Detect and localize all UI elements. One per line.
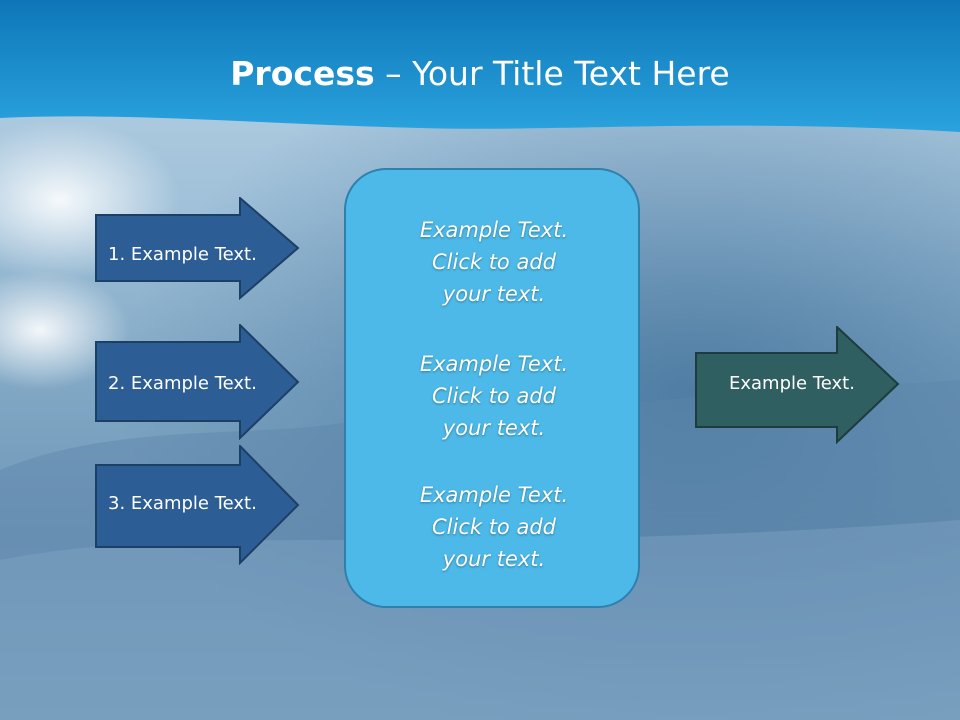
paragraph-line: your text. [442,547,546,571]
left-arrow-2: 2. Example Text. [95,324,300,440]
center-text-box[interactable]: Example Text. Click to add your text. Ex… [344,168,640,608]
right-arrow-label: Example Text. [729,373,855,394]
slide-title: Process – Your Title Text Here [0,52,960,96]
sea-foreground-shape [0,520,960,720]
paragraph-line: Example Text. [419,218,569,242]
paragraph-line: Click to add [431,384,556,408]
right-arrow: Example Text. [695,326,900,444]
paragraph-line: Click to add [431,250,556,274]
paragraph-line: Example Text. [419,483,569,507]
left-arrow-label: 3. Example Text. [108,493,257,514]
header-band [0,0,960,132]
paragraph-line: your text. [442,282,546,306]
paragraph-line: Click to add [431,515,556,539]
left-arrow-1: 1. Example Text. [95,197,300,300]
paragraph-line: Example Text. [419,352,569,376]
paragraph-line: your text. [442,416,546,440]
center-paragraph-2: Example Text. Click to add your text. [346,348,642,444]
title-rest: – Your Title Text Here [374,54,730,93]
left-arrow-label: 1. Example Text. [108,244,257,265]
center-paragraph-1: Example Text. Click to add your text. [346,214,642,310]
left-arrow-3: 3. Example Text. [95,445,300,565]
left-arrow-label: 2. Example Text. [108,373,257,394]
center-paragraph-3: Example Text. Click to add your text. [346,479,642,575]
title-bold: Process [230,54,375,93]
